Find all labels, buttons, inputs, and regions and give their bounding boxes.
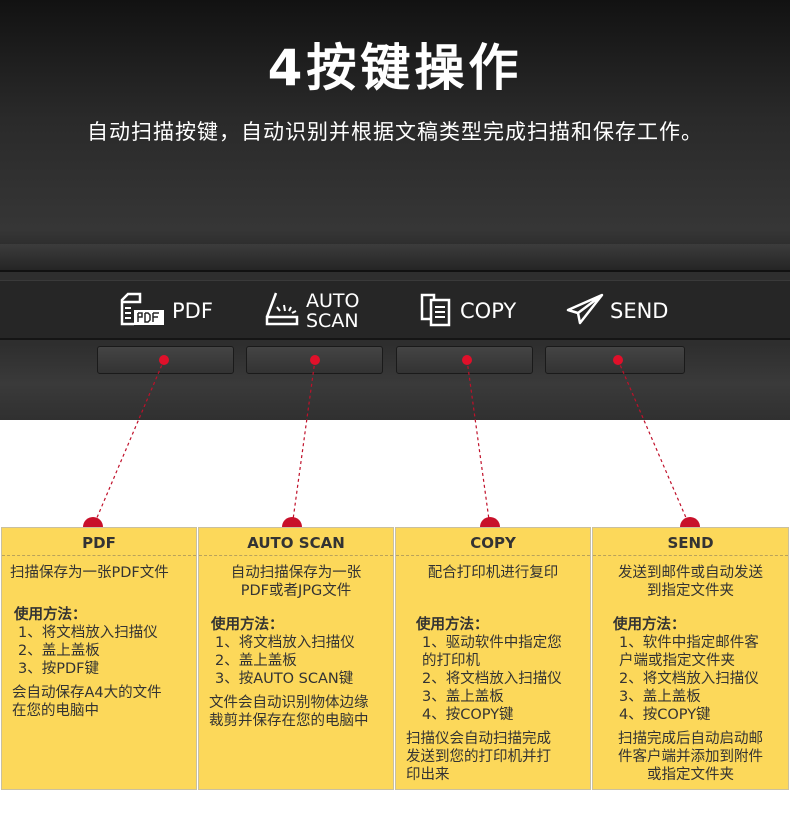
- card-note-line: 扫描仪会自动扫描完成: [406, 731, 551, 747]
- card-note-line: 会自动保存A4大的文件: [12, 685, 162, 701]
- usage-steps-line: 2、将文档放入扫描仪: [619, 671, 759, 687]
- usage-steps-line: 1、软件中指定邮件客: [619, 635, 759, 651]
- card-description-line: 到指定文件夹: [647, 583, 734, 599]
- card-description: 自动扫描保存为一张 PDF或者JPG文件: [199, 564, 393, 616]
- usage-steps-line: 2、将文档放入扫描仪: [422, 671, 562, 687]
- pdf-key[interactable]: [97, 346, 234, 374]
- pdf-document-icon: [120, 292, 166, 331]
- card-note: 扫描完成后自动启动邮件客户端并添加到附件或指定文件夹: [593, 730, 788, 784]
- usage-steps-line: 1、驱动软件中指定您: [422, 635, 562, 651]
- usage-heading: 使用方法：: [613, 617, 686, 633]
- usage-heading: 使用方法：: [211, 617, 284, 633]
- usage-steps-line: 的打印机: [422, 653, 480, 669]
- card-pdf: PDF 扫描保存为一张PDF文件使用方法： 1、将文档放入扫描仪 2、盖上盖板 3、按P…: [1, 527, 197, 790]
- usage-steps: 1、将文档放入扫描仪 2、盖上盖板 3、按AUTO SCAN键: [199, 634, 393, 688]
- usage-steps-line: 4、按COPY键: [422, 707, 514, 723]
- label-pdf: PDF: [120, 281, 213, 341]
- usage-steps-line: 3、按AUTO SCAN键: [215, 671, 354, 687]
- usage-steps-line: 1、将文档放入扫描仪: [215, 635, 355, 651]
- copy-key[interactable]: [396, 346, 533, 374]
- card-note: 会自动保存A4大的文件在您的电脑中: [2, 684, 196, 720]
- usage-steps-line: 2、盖上盖板: [215, 653, 297, 669]
- usage-steps-line: 3、盖上盖板: [619, 689, 701, 705]
- send-key[interactable]: [545, 346, 685, 374]
- usage-steps-line: 1、将文档放入扫描仪: [18, 625, 158, 641]
- card-title: SEND: [593, 528, 788, 556]
- label-copy: COPY: [418, 281, 516, 341]
- auto-scan-icon: [264, 291, 300, 332]
- card-note-line: 文件会自动识别物体边缘: [209, 695, 369, 711]
- card-note-line: 发送到您的打印机并打: [406, 749, 551, 765]
- subtitle: 自动扫描按键，自动识别并根据文稿类型完成扫描和保存工作。: [87, 120, 703, 144]
- card-title: PDF: [2, 528, 196, 556]
- usage-steps-line: 3、按PDF键: [18, 661, 99, 677]
- usage-steps: 1、驱动软件中指定您的打印机 2、将文档放入扫描仪 3、盖上盖板 4、按COPY键: [396, 634, 590, 724]
- card-description-line: 自动扫描保存为一张: [230, 565, 362, 581]
- card-description-line: 配合打印机进行复印: [427, 565, 559, 581]
- card-note-line: 在您的电脑中: [12, 703, 99, 719]
- card-note: 扫描仪会自动扫描完成发送到您的打印机并打印出来: [396, 730, 590, 784]
- card-copy: COPY 配合打印机进行复印使用方法： 1、驱动软件中指定您的打印机 2、将文档放入扫…: [395, 527, 591, 790]
- card-note-line: 或指定文件夹: [647, 767, 734, 783]
- usage-steps-line: 4、按COPY键: [619, 707, 711, 723]
- card-note-line: 裁剪并保存在您的电脑中: [209, 713, 369, 729]
- card-note-line: 印出来: [406, 767, 450, 783]
- usage-steps-line: 3、盖上盖板: [422, 689, 504, 705]
- auto-scan-key[interactable]: [246, 346, 383, 374]
- usage-steps: 1、将文档放入扫描仪 2、盖上盖板 3、按PDF键: [2, 624, 196, 678]
- card-note-line: 件客户端并添加到附件: [618, 749, 763, 765]
- card-description: 发送到邮件或自动发送到指定文件夹: [593, 564, 788, 616]
- card-description-line: 扫描保存为一张PDF文件: [10, 565, 169, 581]
- copy-icon: [418, 291, 454, 332]
- card-title: AUTO SCAN: [199, 528, 393, 556]
- usage-steps-line: 户端或指定文件夹: [619, 653, 735, 669]
- scanner-edge: [0, 244, 790, 272]
- usage-steps-line: 2、盖上盖板: [18, 643, 100, 659]
- card-description: 配合打印机进行复印: [396, 564, 590, 616]
- page-title: 4按键操作: [267, 39, 523, 97]
- card-description-line: 发送到邮件或自动发送: [618, 565, 763, 581]
- button-row: [0, 344, 790, 420]
- paper-plane-icon: [566, 292, 604, 331]
- usage-heading: 使用方法：: [14, 607, 87, 623]
- card-description: 扫描保存为一张PDF文件: [2, 564, 196, 606]
- card-note-line: 扫描完成后自动启动邮: [618, 731, 763, 747]
- card-note: 文件会自动识别物体边缘裁剪并保存在您的电脑中: [199, 694, 393, 730]
- card-description-line: PDF或者JPG文件: [240, 583, 352, 599]
- card-title: COPY: [396, 528, 590, 556]
- usage-heading: 使用方法：: [416, 617, 489, 633]
- label-send: SEND: [566, 281, 668, 341]
- scanner-photo: 4按键操作 自动扫描按键，自动识别并根据文稿类型完成扫描和保存工作。 PDF A…: [0, 0, 790, 420]
- usage-steps: 1、软件中指定邮件客户端或指定文件夹 2、将文档放入扫描仪 3、盖上盖板 4、按COP…: [593, 634, 788, 724]
